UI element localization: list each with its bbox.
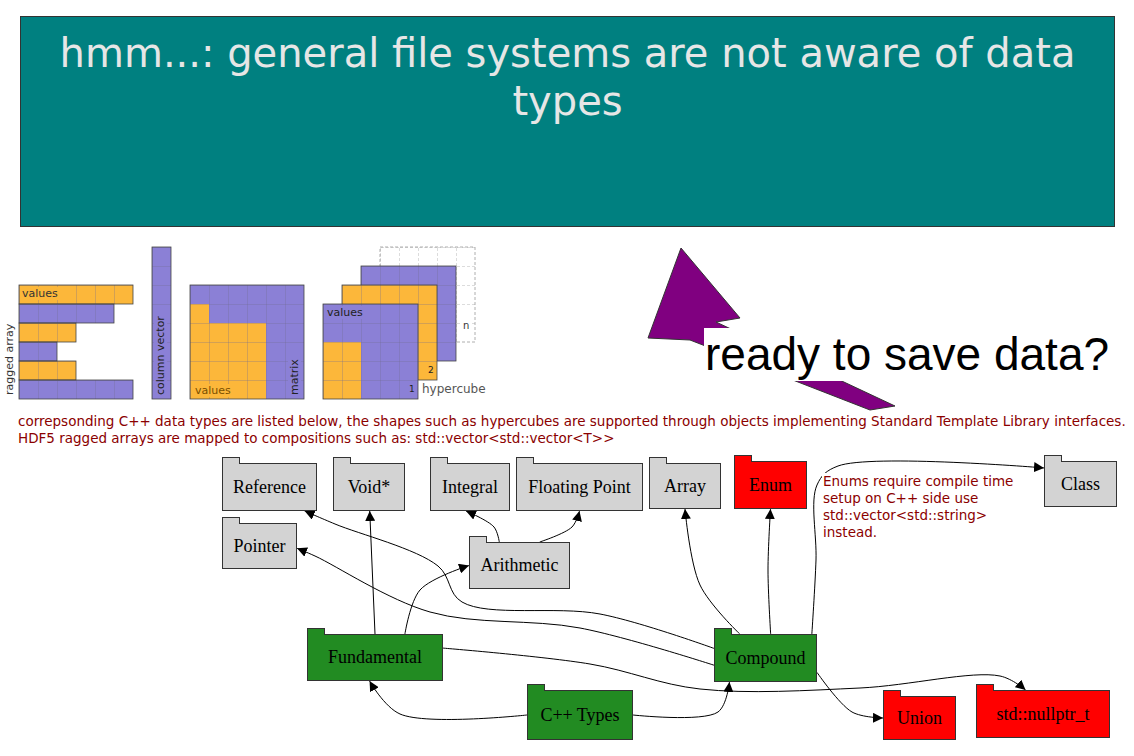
- figure-label: values: [194, 384, 232, 397]
- row-grid: [19, 285, 133, 304]
- row-grid: [19, 304, 114, 323]
- front-layer: [323, 304, 418, 399]
- type-name: Array: [664, 476, 706, 497]
- row-grid: [19, 380, 133, 399]
- connector-arrow: [812, 461, 1044, 634]
- banner-box: hmm...: general file systems are not awa…: [20, 16, 1115, 227]
- figure-label: values: [21, 287, 59, 300]
- connector-arrow: [370, 681, 527, 719]
- row-grid: [19, 323, 76, 342]
- type-name: Integral: [442, 477, 498, 498]
- purple-matrix: [190, 285, 304, 399]
- description-note: correpsonding C++ data types are listed …: [17, 413, 1129, 447]
- enum-note: Enums require compile time setup on C++ …: [822, 473, 1029, 541]
- type-folder: Compound: [714, 634, 817, 682]
- type-name: Arithmetic: [481, 555, 559, 576]
- connector-arrow: [685, 509, 740, 634]
- purple-row: [19, 380, 133, 399]
- type-folder: Union: [883, 696, 956, 740]
- type-name: Floating Point: [528, 477, 631, 498]
- connector-arrow: [540, 511, 580, 542]
- type-folder: Floating Point: [516, 463, 643, 511]
- type-folder: Void*: [333, 463, 405, 511]
- type-folder: std::nullptr_t: [976, 690, 1110, 738]
- figure-label: ragged array: [3, 323, 16, 396]
- figure-label: column vector: [154, 315, 167, 396]
- layer-grid: [323, 304, 418, 399]
- type-name: C++ Types: [540, 705, 619, 726]
- callout-text: ready to save data?: [704, 328, 1110, 381]
- figure-label: matrix: [288, 358, 301, 396]
- type-folder: Integral: [430, 463, 510, 511]
- hypercube-figure: [323, 247, 475, 399]
- type-folder: Array: [649, 463, 721, 509]
- layer-number: n: [462, 320, 470, 332]
- type-folder: Pointer: [222, 523, 297, 569]
- type-name: Union: [897, 708, 942, 729]
- purple-column: [152, 247, 171, 399]
- orange-row: [19, 361, 76, 380]
- layer-number: 1: [408, 384, 416, 395]
- type-name: Void*: [348, 477, 391, 498]
- figure-label: values: [326, 306, 364, 319]
- connector-arrow: [633, 682, 729, 718]
- column-vector-figure: [152, 247, 171, 399]
- purple-row: [19, 304, 114, 323]
- type-name: std::nullptr_t: [996, 704, 1089, 725]
- banner-text: hmm...: general file systems are not awa…: [21, 17, 1114, 125]
- connector-arrow: [370, 511, 375, 634]
- matrix-figure: [190, 285, 304, 399]
- figure-label: hypercube: [421, 382, 487, 396]
- type-folder: C++ Types: [527, 690, 633, 740]
- type-name: Compound: [725, 648, 805, 669]
- orange-row: [19, 285, 133, 304]
- row-grid: [19, 361, 76, 380]
- type-name: Pointer: [234, 536, 286, 557]
- row-grid: [19, 342, 57, 361]
- ragged-array-figure: [19, 285, 133, 399]
- connector-arrow: [768, 509, 771, 634]
- type-folder: Enum: [734, 461, 807, 509]
- connector-arrow: [817, 672, 883, 718]
- type-name: Enum: [749, 475, 792, 496]
- type-name: Class: [1061, 474, 1100, 495]
- type-name: Reference: [233, 477, 306, 498]
- matrix-grid: [190, 285, 304, 399]
- layer-number: 2: [427, 365, 435, 376]
- type-folder: Fundamental: [307, 634, 443, 681]
- column-grid: [152, 247, 171, 399]
- purple-row: [19, 342, 57, 361]
- connector-arrow: [305, 511, 714, 648]
- type-folder: Class: [1044, 461, 1117, 507]
- type-name: Fundamental: [328, 647, 422, 668]
- orange-row: [19, 323, 76, 342]
- type-folder: Reference: [222, 463, 317, 511]
- type-folder: Arithmetic: [469, 542, 570, 589]
